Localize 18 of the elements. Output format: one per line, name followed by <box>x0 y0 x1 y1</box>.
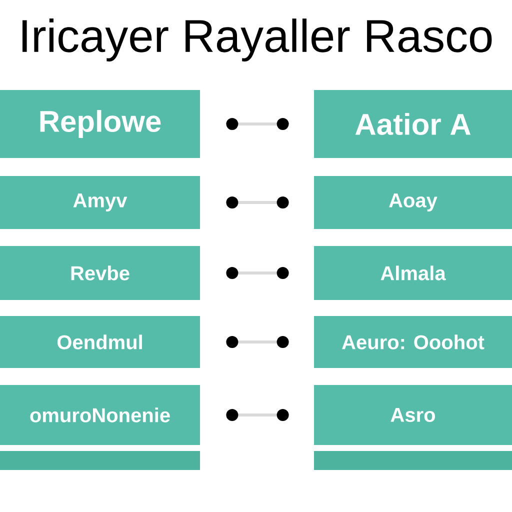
connector <box>226 118 289 130</box>
label-box: Almala <box>314 246 512 300</box>
connector <box>226 409 289 421</box>
label-box: Aeuro: Ooohot <box>314 316 512 368</box>
label-box: Oendmul <box>0 316 200 368</box>
connector <box>226 336 289 348</box>
label-box: Amyv <box>0 176 200 229</box>
label-box: Asro <box>314 385 512 445</box>
title: Iricayer Rayaller Rasco <box>22 18 492 62</box>
label-box: omuroNonenie <box>0 385 200 445</box>
label-box: Replowe <box>0 90 200 158</box>
label-box: Aoay <box>314 176 512 229</box>
label-box: Revbe <box>0 246 200 300</box>
label-box: Aatior A <box>314 90 512 158</box>
bar <box>0 451 200 470</box>
connector <box>226 267 289 279</box>
connector <box>226 196 289 208</box>
bar <box>314 451 512 470</box>
